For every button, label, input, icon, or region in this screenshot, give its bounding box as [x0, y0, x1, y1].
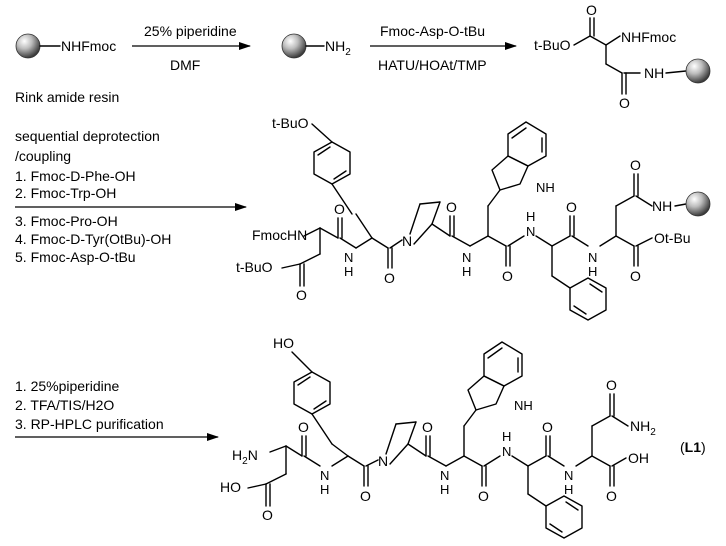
resin-start: NHFmoc Rink amide resin — [15, 33, 119, 105]
o-label: O — [542, 419, 553, 435]
resin-nhfmoc-label: NHFmoc — [61, 38, 116, 54]
nh-label: N — [588, 250, 597, 265]
resin-amine: NH2 — [281, 33, 351, 59]
step1-reagent-top: 25% piperidine — [144, 23, 237, 39]
step3-conditions: sequential deprotection /coupling 1. Fmo… — [15, 128, 247, 265]
cond-line: 1. 25%piperidine — [15, 378, 120, 394]
h-label: H — [440, 482, 449, 497]
step2-reagent-bottom: HATU/HOAt/TMP — [378, 57, 487, 73]
nh-label: H — [526, 209, 535, 224]
cond-line: 2. TFA/TIS/H2O — [15, 397, 114, 413]
tbuo-top-label: t-BuO — [272, 115, 309, 131]
o-label: O — [384, 270, 395, 286]
amide-nh-label: NH — [644, 65, 664, 81]
pro-n-label: N — [378, 453, 388, 469]
o-label: O — [298, 419, 309, 435]
nh-label: N — [502, 444, 511, 459]
o-label: O — [422, 419, 433, 435]
resin-bead-icon — [685, 191, 711, 217]
h2n-label: H2N — [232, 447, 258, 467]
resin-caption: Rink amide resin — [15, 89, 119, 105]
tbuo-bottom-label: t-BuO — [236, 259, 273, 275]
hooc-label: HO — [220, 479, 241, 495]
nh-label: N — [462, 250, 471, 265]
cond-line: 4. Fmoc-D-Tyr(OtBu)-OH — [15, 231, 171, 247]
arrow-step1: 25% piperidine DMF — [132, 23, 251, 73]
o-label: O — [478, 488, 489, 504]
resin-bead-icon — [685, 58, 711, 84]
step1-reagent-bottom: DMF — [170, 57, 200, 73]
indole-nh-label: NH — [514, 398, 533, 413]
pro-n-label: N — [402, 233, 412, 249]
o-label: O — [446, 199, 457, 215]
cond-line: 2. Fmoc-Trp-OH — [15, 185, 116, 201]
o-label: O — [630, 157, 641, 173]
ho-label: HO — [273, 335, 294, 351]
oh-label: OH — [628, 450, 649, 466]
o-label: O — [606, 377, 617, 393]
protected-peptide-resin: t-BuO FmocHN O N H O N O N H — [236, 115, 711, 321]
nh-label: H — [502, 429, 511, 444]
nhfmoc-label: NHFmoc — [621, 29, 676, 45]
o-label: O — [262, 507, 273, 523]
o-label: O — [566, 199, 577, 215]
cond-line: /coupling — [15, 148, 71, 164]
o-label: O — [606, 488, 617, 504]
nh-label: N — [564, 468, 573, 483]
o-label: O — [296, 287, 307, 303]
amide-o-label: O — [619, 95, 630, 111]
h-label: H — [344, 264, 353, 279]
amine-label: NH2 — [325, 38, 351, 58]
resin-bead-icon — [281, 33, 307, 59]
arrow-step2: Fmoc-Asp-O-tBu HATU/HOAt/TMP — [370, 23, 517, 73]
fmochn-label: FmocHN — [252, 227, 307, 243]
compound-label: (L1) — [680, 439, 706, 455]
nh-label: N — [320, 468, 329, 483]
tbuo-label: t-BuO — [534, 37, 571, 53]
carbonyl-o-label: O — [586, 2, 597, 18]
o-label: O — [360, 488, 371, 504]
indole-nh-label: NH — [536, 180, 555, 195]
h-label: H — [320, 482, 329, 497]
cond-line: 3. Fmoc-Pro-OH — [15, 213, 118, 229]
nh-label: N — [440, 468, 449, 483]
cond-line: 1. Fmoc-D-Phe-OH — [15, 168, 136, 184]
h-label: H — [564, 482, 573, 497]
nh-label: N — [344, 250, 353, 265]
nh2-label: NH2 — [630, 418, 656, 438]
otbu-label: Ot-Bu — [654, 230, 691, 246]
h-label: H — [462, 264, 471, 279]
step4-conditions: 1. 25%piperidine 2. TFA/TIS/H2O 3. RP-HP… — [15, 378, 219, 441]
amide-nh-label: NH — [652, 198, 672, 214]
final-peptide-l1: HO H2N O N H O N O N H — [220, 335, 706, 539]
cond-line: 3. RP-HPLC purification — [15, 416, 164, 432]
nh-label: N — [526, 224, 535, 239]
cond-line: 5. Fmoc-Asp-O-tBu — [15, 249, 136, 265]
resin-bead-icon — [15, 33, 41, 59]
cond-line: sequential deprotection — [15, 128, 160, 144]
o-label: O — [334, 201, 345, 217]
o-label: O — [502, 268, 513, 284]
o-label: O — [630, 268, 641, 284]
step2-reagent-top: Fmoc-Asp-O-tBu — [380, 23, 485, 39]
h-label: H — [588, 264, 597, 279]
asp-resin-product: t-BuO O NHFmoc O NH — [534, 2, 711, 111]
